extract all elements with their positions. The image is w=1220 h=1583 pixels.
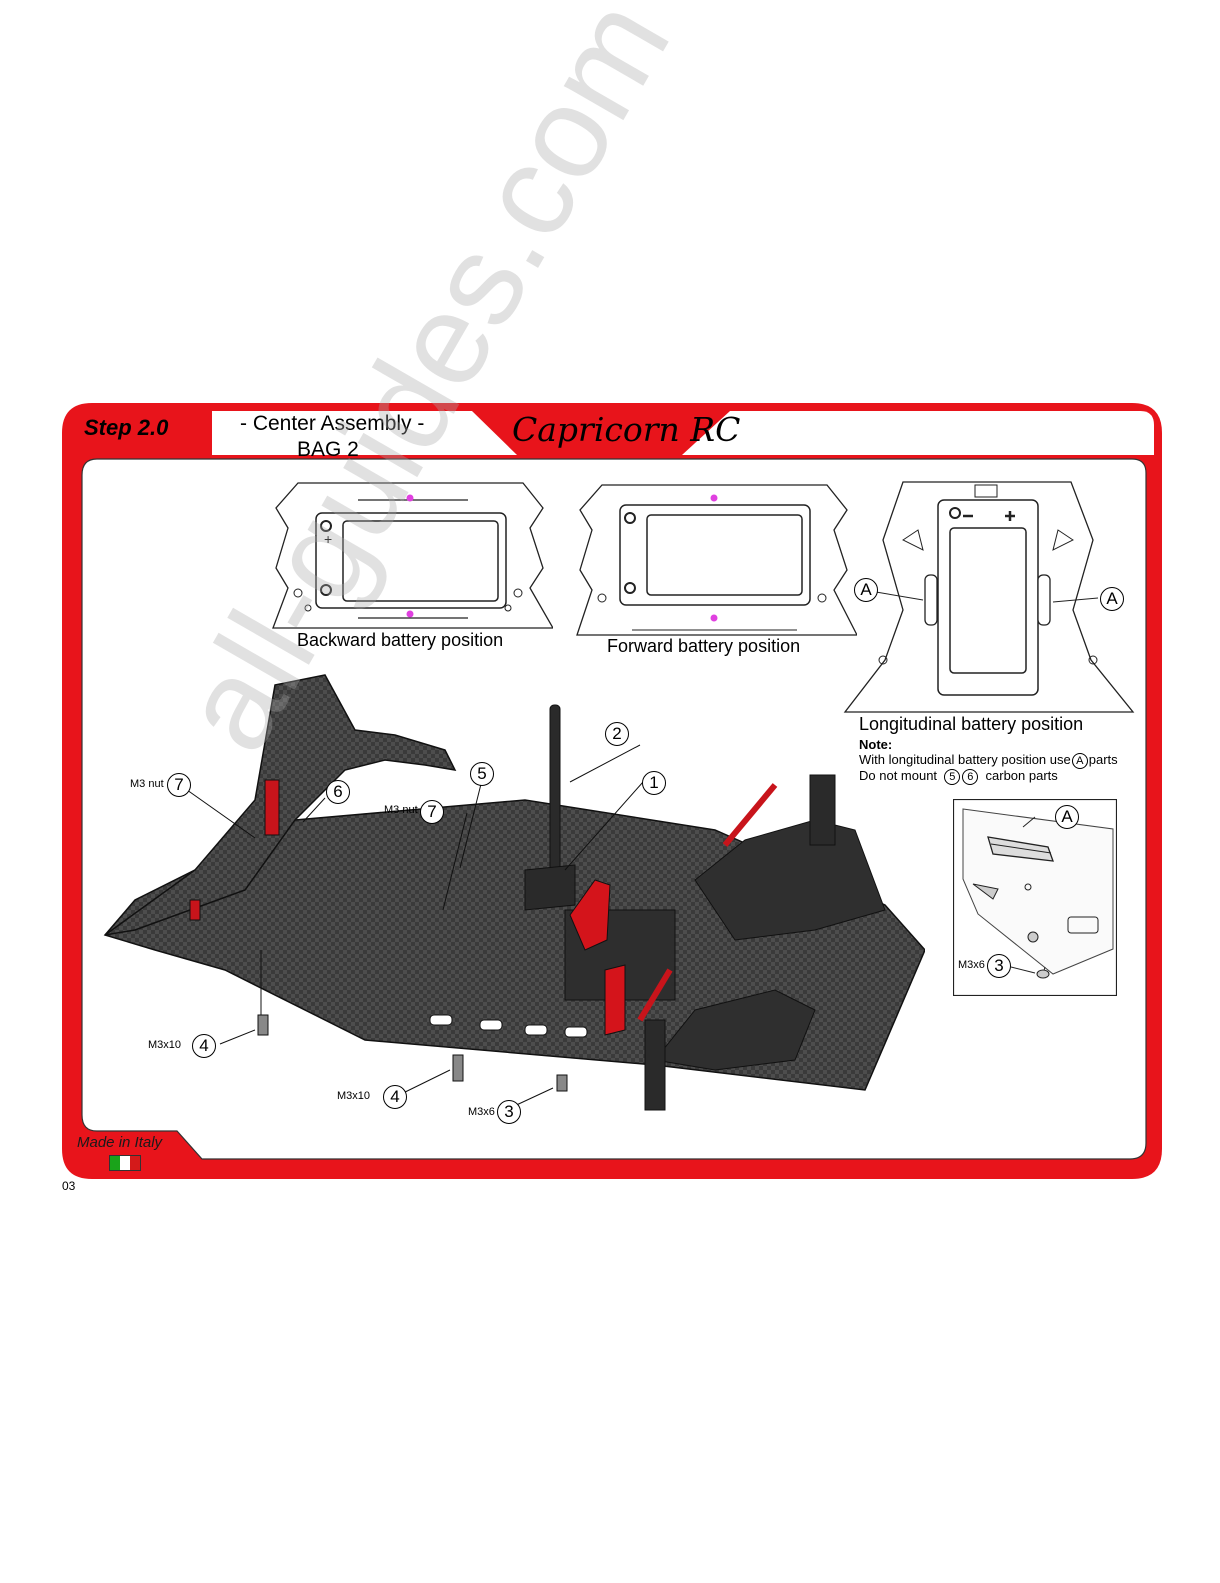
forward-battery-diagram (576, 484, 857, 636)
inset-m3x6-label: M3x6 (958, 959, 985, 971)
callout-a-inset: A (1055, 805, 1079, 829)
detail-inset (953, 799, 1117, 996)
longitudinal-caption: Longitudinal battery position (859, 714, 1084, 734)
bag-label: BAG 2 (297, 438, 359, 461)
callout-7-left: 7 (167, 773, 191, 797)
m3x10-label-left: M3x10 (148, 1039, 182, 1051)
callout-1: 1 (642, 771, 666, 795)
longitudinal-battery-diagram (843, 481, 1135, 713)
chassis-assembly-drawing (103, 674, 925, 1111)
made-in-italy: Made in Italy (77, 1134, 163, 1151)
backward-battery-diagram (272, 482, 553, 629)
m3-nut-label-center: M3 nut (384, 804, 418, 816)
plus-sign: + (324, 531, 333, 547)
callout-5: 5 (470, 762, 494, 786)
callout-a-left: A (854, 578, 878, 602)
brand-logo: Capricorn RC (512, 410, 741, 449)
backward-caption: Backward battery position (297, 630, 504, 650)
callout-4-center: 4 (383, 1085, 407, 1109)
m3x10-label-center: M3x10 (337, 1090, 371, 1102)
note-label: Note: (859, 737, 893, 752)
callout-3: 3 (497, 1100, 521, 1124)
page-number: 03 (62, 1179, 76, 1193)
callout-2: 2 (605, 722, 629, 746)
callout-6: 6 (326, 780, 350, 804)
italy-flag-icon (109, 1155, 141, 1171)
callout-4-left: 4 (192, 1034, 216, 1058)
section-title: - Center Assembly - (240, 412, 425, 435)
step-title: Step 2.0 (84, 415, 169, 440)
forward-caption: Forward battery position (607, 636, 801, 656)
inset-callout-3: 3 (987, 954, 1011, 978)
callout-a-right: A (1100, 587, 1124, 611)
m3-nut-label-left: M3 nut (130, 778, 164, 790)
callout-7-center: 7 (420, 800, 444, 824)
m3x6-label: M3x6 (468, 1106, 495, 1118)
